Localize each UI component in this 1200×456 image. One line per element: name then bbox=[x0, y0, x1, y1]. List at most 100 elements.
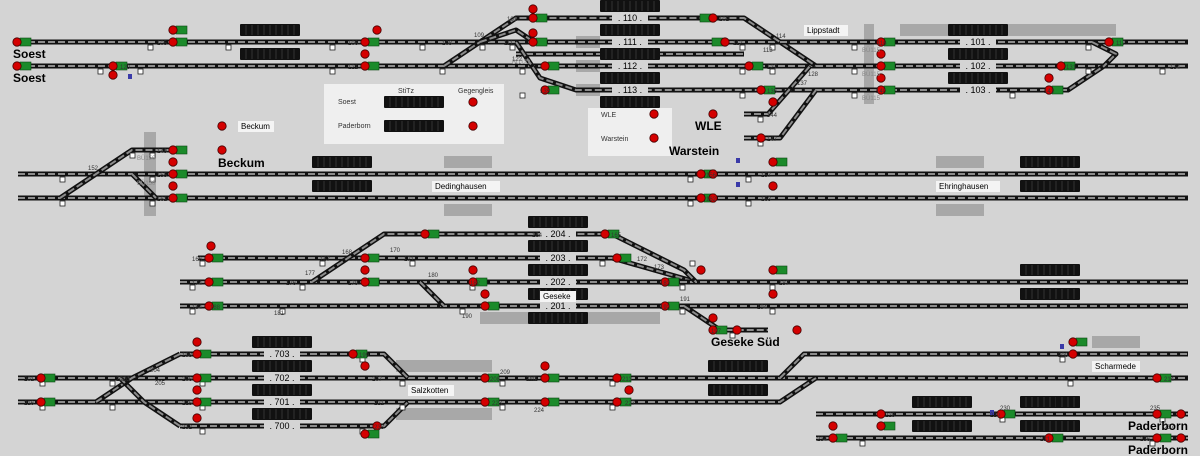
signal[interactable] bbox=[792, 325, 802, 335]
signal[interactable] bbox=[360, 49, 370, 59]
signal[interactable] bbox=[468, 121, 478, 131]
signal[interactable] bbox=[360, 253, 380, 263]
signal[interactable] bbox=[876, 37, 896, 47]
signal[interactable] bbox=[372, 25, 382, 35]
signal[interactable] bbox=[1044, 85, 1064, 95]
signal[interactable] bbox=[217, 121, 227, 131]
signal[interactable] bbox=[768, 265, 788, 275]
signal[interactable] bbox=[708, 325, 728, 335]
signal[interactable] bbox=[744, 61, 764, 71]
signal[interactable] bbox=[1152, 373, 1172, 383]
signal[interactable] bbox=[876, 61, 896, 71]
signal[interactable] bbox=[360, 265, 370, 275]
signal[interactable] bbox=[1152, 433, 1172, 443]
signal[interactable] bbox=[540, 373, 560, 383]
signal[interactable] bbox=[204, 253, 224, 263]
signal[interactable] bbox=[876, 421, 896, 431]
signal[interactable] bbox=[540, 85, 560, 95]
signal[interactable] bbox=[540, 361, 550, 371]
signal[interactable] bbox=[996, 409, 1016, 419]
signal[interactable] bbox=[876, 85, 896, 95]
signal[interactable] bbox=[540, 397, 560, 407]
signal[interactable] bbox=[1176, 433, 1186, 443]
signal[interactable] bbox=[612, 373, 632, 383]
signal[interactable] bbox=[612, 397, 632, 407]
signal[interactable] bbox=[1176, 409, 1186, 419]
signal[interactable] bbox=[217, 145, 227, 155]
signal[interactable] bbox=[168, 157, 178, 167]
signal[interactable] bbox=[600, 229, 620, 239]
signal[interactable] bbox=[756, 133, 766, 143]
signal[interactable] bbox=[660, 301, 680, 311]
signal[interactable] bbox=[1044, 73, 1054, 83]
signal[interactable] bbox=[649, 133, 659, 143]
signal[interactable] bbox=[528, 13, 548, 23]
signal[interactable] bbox=[468, 277, 488, 287]
signal[interactable] bbox=[108, 61, 128, 71]
signal[interactable] bbox=[768, 97, 778, 107]
signal[interactable] bbox=[528, 37, 548, 47]
signal[interactable] bbox=[756, 85, 776, 95]
signal[interactable] bbox=[649, 109, 659, 119]
signal[interactable] bbox=[192, 385, 202, 395]
signal[interactable] bbox=[204, 277, 224, 287]
signal[interactable] bbox=[360, 37, 380, 47]
signal[interactable] bbox=[1152, 409, 1172, 419]
signal[interactable] bbox=[480, 289, 490, 299]
signal[interactable] bbox=[1068, 337, 1088, 347]
signal[interactable] bbox=[732, 325, 742, 335]
signal[interactable] bbox=[36, 373, 56, 383]
signal[interactable] bbox=[360, 277, 380, 287]
signal[interactable] bbox=[348, 349, 368, 359]
signal[interactable] bbox=[164, 37, 188, 47]
signal[interactable] bbox=[480, 397, 500, 407]
signal[interactable] bbox=[1044, 433, 1064, 443]
signal[interactable] bbox=[168, 145, 188, 155]
signal[interactable] bbox=[660, 277, 680, 287]
signal[interactable] bbox=[168, 169, 188, 179]
signal[interactable] bbox=[708, 313, 718, 323]
signal[interactable] bbox=[480, 373, 500, 383]
signal[interactable] bbox=[711, 37, 730, 47]
signal[interactable] bbox=[768, 157, 788, 167]
signal[interactable] bbox=[192, 349, 212, 359]
signal[interactable] bbox=[12, 37, 32, 47]
signal[interactable] bbox=[1104, 37, 1124, 47]
signal[interactable] bbox=[612, 253, 632, 263]
signal[interactable] bbox=[528, 28, 538, 38]
signal[interactable] bbox=[480, 301, 500, 311]
signal[interactable] bbox=[828, 433, 848, 443]
signal[interactable] bbox=[708, 193, 718, 203]
signal[interactable] bbox=[828, 421, 838, 431]
signal[interactable] bbox=[708, 169, 718, 179]
signal[interactable] bbox=[36, 397, 56, 407]
signal[interactable] bbox=[108, 70, 118, 80]
signal[interactable] bbox=[876, 73, 886, 83]
signal[interactable] bbox=[540, 61, 560, 71]
signal[interactable] bbox=[768, 181, 778, 191]
signal[interactable] bbox=[206, 241, 216, 251]
signal[interactable] bbox=[360, 361, 370, 371]
signal[interactable] bbox=[360, 61, 380, 71]
signal[interactable] bbox=[876, 49, 886, 59]
signal[interactable] bbox=[624, 385, 634, 395]
signal[interactable] bbox=[192, 413, 202, 423]
signal[interactable] bbox=[12, 61, 32, 71]
signal[interactable] bbox=[192, 397, 212, 407]
signal[interactable] bbox=[876, 409, 886, 419]
signal[interactable] bbox=[768, 289, 778, 299]
signal[interactable] bbox=[168, 25, 188, 35]
signal[interactable] bbox=[168, 181, 178, 191]
signal[interactable] bbox=[528, 4, 538, 14]
signal[interactable] bbox=[192, 337, 202, 347]
signal[interactable] bbox=[1056, 61, 1076, 71]
signal[interactable] bbox=[708, 109, 718, 119]
signal[interactable] bbox=[360, 429, 380, 439]
signal[interactable] bbox=[192, 373, 212, 383]
signal[interactable] bbox=[699, 13, 718, 23]
signal[interactable] bbox=[204, 301, 224, 311]
signal[interactable] bbox=[696, 265, 706, 275]
signal[interactable] bbox=[1068, 349, 1078, 359]
signal[interactable] bbox=[168, 193, 188, 203]
signal[interactable] bbox=[420, 229, 440, 239]
